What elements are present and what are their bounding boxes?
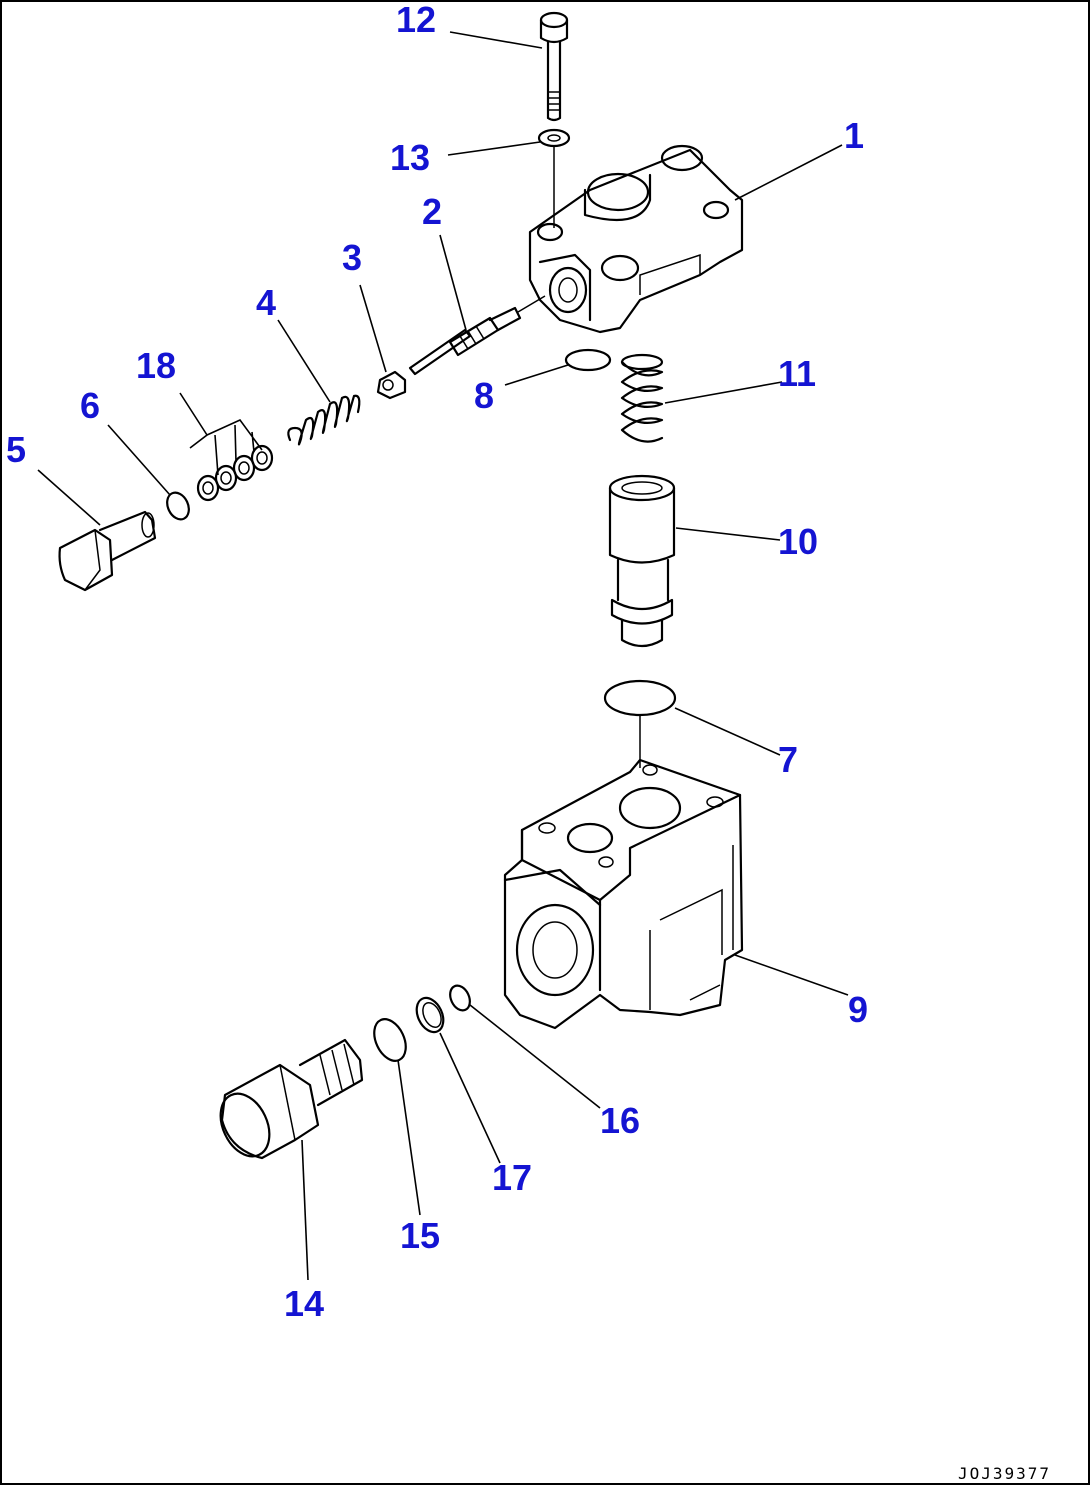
part-13-washer	[537, 128, 571, 228]
part-15-o-ring	[373, 1018, 407, 1062]
callout-7: 7	[778, 739, 798, 780]
callout-11: 11	[778, 353, 816, 394]
leader-1	[734, 144, 843, 201]
part-8-o-ring	[564, 348, 612, 372]
leader-2	[439, 234, 467, 331]
part-6-o-ring	[166, 491, 190, 521]
callout-1: 1	[844, 115, 864, 156]
callout-18: 18	[136, 345, 176, 386]
callout-17: 17	[492, 1157, 532, 1198]
callout-6: 6	[80, 385, 100, 426]
callout-labels: 1 2 3 4 5 6 7 8 9 10 11 12 13 14 15 16 1…	[6, 0, 868, 1324]
callout-10: 10	[778, 521, 818, 562]
callout-8: 8	[474, 375, 494, 416]
leader-8	[504, 364, 569, 386]
leader-4	[277, 319, 331, 403]
callout-14: 14	[284, 1283, 324, 1324]
leader-6	[107, 424, 171, 496]
part-16-o-ring	[449, 984, 471, 1012]
leader-7	[674, 707, 781, 756]
leader-18	[179, 392, 263, 476]
part-9-valve-body	[503, 758, 744, 1030]
leader-5	[37, 469, 101, 526]
leader-12	[449, 31, 543, 49]
part-14-plug	[219, 1038, 364, 1160]
part-1-valve-cover	[528, 144, 744, 334]
leader-15	[397, 1059, 421, 1216]
callout-4: 4	[256, 282, 276, 323]
part-12-bolt	[539, 11, 569, 122]
part-11-spring	[620, 353, 664, 443]
leader-16	[469, 1004, 601, 1109]
callout-16: 16	[600, 1100, 640, 1141]
part-7-o-ring	[603, 679, 677, 768]
leader-lines	[37, 31, 849, 1281]
part-3-seat	[376, 370, 407, 400]
leader-17	[439, 1032, 501, 1164]
callout-2: 2	[422, 191, 442, 232]
callout-9: 9	[848, 989, 868, 1030]
leader-14	[301, 1139, 309, 1281]
part-10-spool	[608, 474, 676, 648]
callout-5: 5	[6, 429, 26, 470]
leader-10	[675, 527, 781, 541]
part-18-shims	[196, 444, 274, 502]
leader-3	[359, 284, 387, 373]
leader-11	[664, 381, 783, 404]
callout-13: 13	[390, 137, 430, 178]
part-17-backup-ring	[415, 996, 445, 1034]
leader-9	[734, 954, 849, 996]
callout-15: 15	[400, 1215, 440, 1256]
drawing-code: JOJ39377	[958, 1464, 1051, 1483]
leader-13	[447, 141, 541, 156]
part-2-pilot-poppet	[408, 295, 546, 376]
part-4-spring	[287, 394, 361, 446]
callout-3: 3	[342, 237, 362, 278]
callout-12: 12	[396, 0, 436, 40]
part-5-plug	[58, 510, 157, 592]
